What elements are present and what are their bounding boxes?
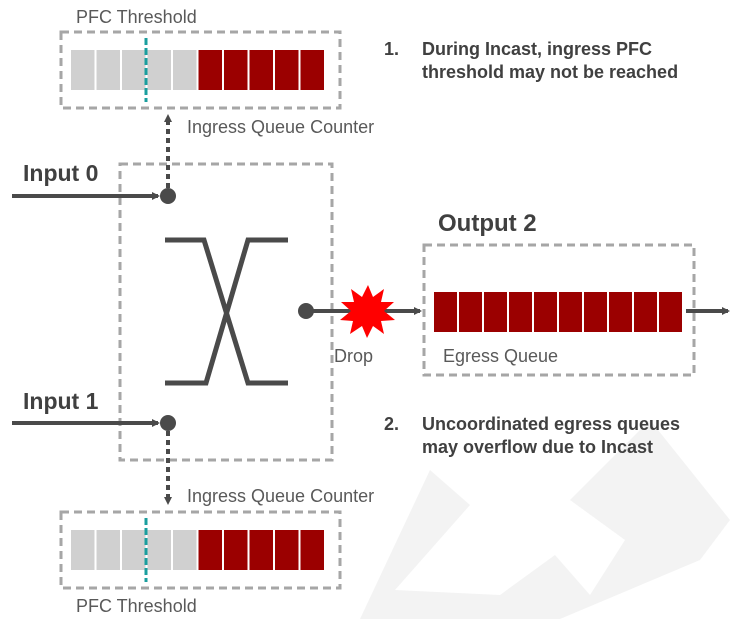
watermark-mark [360,420,730,619]
top-queue-empty-cell [147,50,171,90]
egress-queue-filled-cell [634,292,657,332]
top-queue-empty-cell [71,50,95,90]
egress-queue-filled-cell [459,292,482,332]
bottom-queue-empty-cell [147,530,171,570]
top-queue-filled-cell [300,50,324,90]
top-queue-empty-cell [96,50,120,90]
bottom-queue-filled-cell [275,530,299,570]
drop-label: Drop [334,346,374,366]
egress-queue-filled-cell [434,292,457,332]
note-2-line-1: Uncoordinated egress queues [422,414,681,434]
switch-box [118,162,334,462]
egress-queue-label: Egress Queue [443,346,559,366]
top-queue-cells [71,50,324,90]
top-queue-filled-cell [224,50,248,90]
note-2-number: 2. [384,414,400,434]
bottom-pfc-threshold-label: PFC Threshold [76,596,197,616]
bottom-queue-filled-cell [198,530,222,570]
top-queue-filled-cell [249,50,273,90]
note-2-line-2: may overflow due to Incast [422,437,654,457]
drop-burst-icon [340,285,395,338]
note-2: 2. Uncoordinated egress queues may overfl… [384,413,680,459]
top-queue-empty-cell [173,50,197,90]
bottom-queue-cells [71,530,324,570]
egress-queue-filled-cell [534,292,557,332]
egress-queue-filled-cell [509,292,532,332]
bottom-queue-filled-cell [249,530,273,570]
input0-port [160,188,176,204]
egress-queue-filled-cell [584,292,607,332]
bottom-queue-filled-cell [300,530,324,570]
top-pfc-threshold-label: PFC Threshold [76,7,197,27]
bottom-queue-box [59,510,342,590]
top-queue-box [59,30,342,110]
crossbar-path-b [165,237,288,386]
egress-queue-filled-cell [659,292,682,332]
note-1: 1. During Incast, ingress PFC threshold m… [384,38,678,84]
note-1-line-1: During Incast, ingress PFC [422,39,653,59]
bottom-queue-empty-cell [96,530,120,570]
egress-queue-filled-cell [484,292,507,332]
top-queue-filled-cell [275,50,299,90]
input1-port [160,415,176,431]
input0-label: Input 0 [23,160,99,186]
egress-queue-box [422,243,696,377]
output-title: Output 2 [438,210,537,237]
egress-queue-cells [434,292,682,332]
egress-queue-filled-cell [609,292,632,332]
bottom-queue-empty-cell [173,530,197,570]
bottom-queue-filled-cell [224,530,248,570]
egress-queue-filled-cell [559,292,582,332]
bottom-queue-empty-cell [122,530,146,570]
top-queue-filled-cell [198,50,222,90]
bottom-queue-empty-cell [71,530,95,570]
bottom-ingress-counter-label: Ingress Queue Counter [187,486,375,506]
top-ingress-counter-label: Ingress Queue Counter [187,117,375,137]
input1-label: Input 1 [23,388,99,414]
top-queue-empty-cell [122,50,146,90]
note-1-line-2: threshold may not be reached [422,62,679,82]
note-1-number: 1. [384,39,400,59]
